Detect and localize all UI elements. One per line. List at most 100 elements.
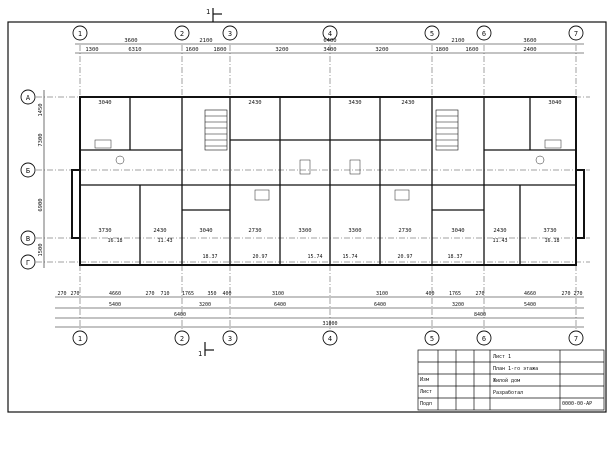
title-block-line1: Лист 1 (493, 354, 511, 360)
bottom-dim-3-1: 6400 (174, 312, 186, 318)
axis-label-top-4: 4 (328, 30, 332, 38)
axis-bubbles-bottom (72, 330, 584, 346)
bottom-dim-2-2: 3200 (199, 302, 211, 308)
top-dim-2-2: 6310 (128, 47, 141, 53)
room-size-3: 18.37 (202, 254, 217, 260)
room-size-9: 11.43 (492, 238, 507, 244)
title-block-line3: Жилой дом (493, 378, 520, 384)
section-mark-bottom (204, 342, 214, 356)
room-area-lower-5: 3300 (298, 228, 311, 234)
axis-label-top-1: 1 (78, 30, 82, 38)
left-dim-4: 1500 (38, 243, 44, 256)
title-block-line4: Разработал (493, 389, 523, 396)
dimension-lines-bottom (55, 296, 584, 328)
room-area-lower-4: 2730 (248, 228, 261, 234)
bottom-dim-1-2: 270 (70, 291, 79, 297)
room-area-lower-9: 2430 (493, 228, 506, 234)
left-dim-1: 1450 (38, 103, 44, 116)
top-dim-2-4: 1800 (213, 47, 226, 53)
bottom-dim-1-10: 3100 (376, 291, 388, 297)
left-dim-2: 7300 (38, 133, 44, 146)
room-size-2: 11.43 (157, 238, 172, 244)
bottom-dim-1-4: 270 (145, 291, 154, 297)
room-size-4: 20.97 (252, 254, 267, 260)
top-dim-1-5: 3600 (523, 38, 536, 44)
room-area-lower-1: 3730 (98, 228, 111, 234)
top-dim-2-6: 3400 (323, 47, 336, 53)
top-dim-2-1: 1300 (85, 47, 98, 53)
section-mark-top (212, 8, 222, 22)
bottom-dim-1-7: 350 (207, 291, 216, 297)
section-mark-bottom-label: 1 (198, 350, 202, 358)
top-dim-2-7: 3200 (375, 47, 388, 53)
axis-grid-lines (25, 45, 590, 330)
bottom-dim-2-3: 6400 (274, 302, 286, 308)
room-size-8: 18.37 (447, 254, 462, 260)
room-size-1: 16.18 (107, 238, 122, 244)
top-dim-2-3: 1600 (185, 47, 198, 53)
room-area-lower-10: 3730 (543, 228, 556, 234)
top-dim-2-9: 1600 (465, 47, 478, 53)
axis-label-top-5: 5 (430, 30, 434, 38)
top-dim-2-10: 2400 (523, 47, 536, 53)
top-dim-1-1: 3600 (124, 38, 137, 44)
sheet-border (7, 21, 607, 413)
interior-walls (80, 97, 576, 265)
bottom-dim-1-1: 270 (57, 291, 66, 297)
fixtures (94, 139, 562, 201)
overall-width-dim: 31000 (322, 321, 337, 327)
axis-label-top-2: 2 (180, 30, 184, 38)
room-size-7: 20.97 (397, 254, 412, 260)
title-block-code: 0000-00-АР (562, 401, 592, 407)
title-block-left-3: Подп (420, 401, 432, 407)
axis-label-top-6: 6 (482, 30, 486, 38)
room-size-5: 15.74 (307, 254, 322, 260)
stairs-right (435, 109, 459, 151)
axis-label-left-g: Г (26, 259, 30, 267)
room-area-lower-3: 3040 (199, 228, 212, 234)
axis-label-bottom-4: 4 (328, 335, 332, 343)
bottom-dim-2-5: 3200 (452, 302, 464, 308)
room-area-lower-7: 2730 (398, 228, 411, 234)
axis-label-bottom-5: 5 (430, 335, 434, 343)
axis-label-bottom-6: 6 (482, 335, 486, 343)
bottom-dim-1-6: 1765 (182, 291, 194, 297)
bottom-dim-1-3: 4660 (109, 291, 121, 297)
bottom-dim-1-12: 1765 (449, 291, 461, 297)
dimension-lines-top (75, 43, 584, 54)
room-area-upper-1: 3040 (98, 100, 111, 106)
room-area-upper-2: 2430 (248, 100, 261, 106)
title-block (417, 349, 605, 411)
axis-label-bottom-1: 1 (78, 335, 82, 343)
building-walls (71, 96, 585, 266)
bottom-dim-3-2: 8400 (474, 312, 486, 318)
bottom-dim-1-14: 4660 (524, 291, 536, 297)
room-size-6: 15.74 (342, 254, 357, 260)
bottom-dim-2-1: 5400 (109, 302, 121, 308)
bottom-dim-2-4: 6400 (374, 302, 386, 308)
top-dim-2-5: 3200 (275, 47, 288, 53)
room-size-10: 16.18 (544, 238, 559, 244)
title-block-left-1: Изм (420, 377, 429, 383)
axis-label-top-7: 7 (574, 30, 578, 38)
bottom-dim-1-16: 270 (573, 291, 582, 297)
bottom-dim-1-15: 270 (561, 291, 570, 297)
title-block-left-2: Лист (420, 389, 432, 395)
axis-label-bottom-7: 7 (574, 335, 578, 343)
room-area-lower-8: 3040 (451, 228, 464, 234)
axis-label-bottom-2: 2 (180, 335, 184, 343)
axis-bubbles-top (72, 25, 584, 41)
top-dim-1-4: 2100 (451, 38, 464, 44)
axis-label-left-b: Б (26, 167, 30, 175)
stairs-left (204, 109, 228, 151)
bottom-dim-1-13: 270 (475, 291, 484, 297)
axis-label-top-3: 3 (228, 30, 232, 38)
axis-bubbles-left (20, 89, 36, 270)
room-area-upper-4: 2430 (401, 100, 414, 106)
bottom-dim-1-8: 400 (222, 291, 231, 297)
top-dim-1-2: 2100 (199, 38, 212, 44)
bottom-dim-2-6: 5400 (524, 302, 536, 308)
room-area-lower-2: 2430 (153, 228, 166, 234)
axis-label-left-v: В (26, 235, 30, 243)
